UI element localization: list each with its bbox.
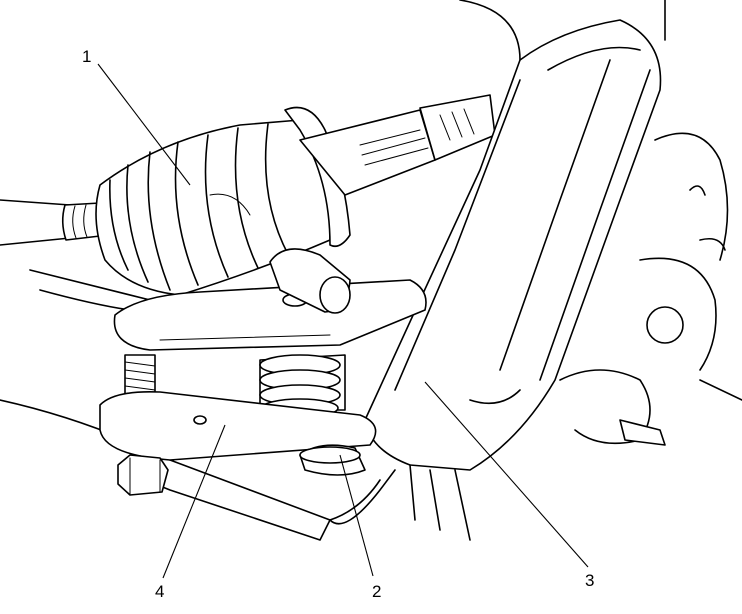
wheel-hub (459, 0, 742, 446)
callout-label-1: 1 (82, 47, 91, 66)
callout-labels: 1 2 3 4 (82, 47, 594, 601)
callout-label-3: 3 (585, 571, 594, 590)
steering-knuckle (364, 19, 662, 541)
lower-tool-arm (99, 390, 377, 461)
callout-label-2: 2 (372, 582, 381, 601)
leader-2 (339, 454, 374, 577)
leader-4 (162, 424, 226, 579)
leader-3 (424, 381, 589, 568)
drive-shaft (0, 199, 101, 246)
cv-boot (95, 119, 331, 296)
tool-pin (269, 248, 351, 314)
leader-1 (97, 63, 191, 186)
ball-joint-stud (299, 444, 366, 476)
shaft-collar (284, 94, 496, 248)
callout-label-4: 4 (155, 582, 164, 601)
leader-lines (97, 63, 589, 579)
hex-nut (117, 454, 169, 496)
